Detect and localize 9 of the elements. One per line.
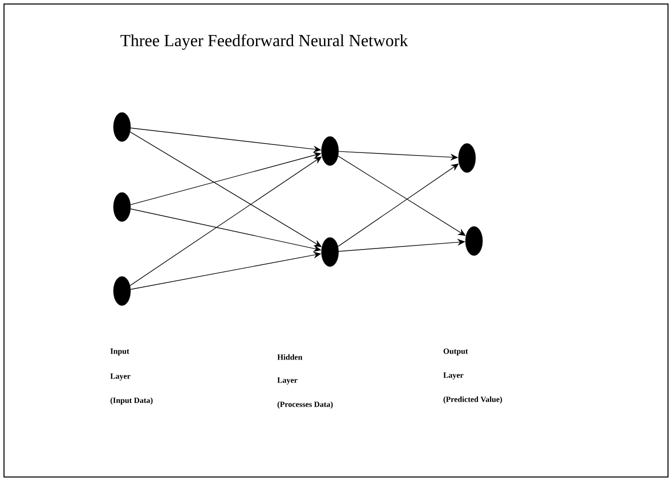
neuron [113,112,131,142]
neuron [321,136,339,166]
neuron [113,276,131,306]
neuron [458,143,476,173]
arrow [338,164,459,247]
neuron [321,237,339,267]
neuron [465,226,483,256]
title: Three Layer Feedforward Neural Network [120,34,408,50]
neuron [113,192,131,222]
